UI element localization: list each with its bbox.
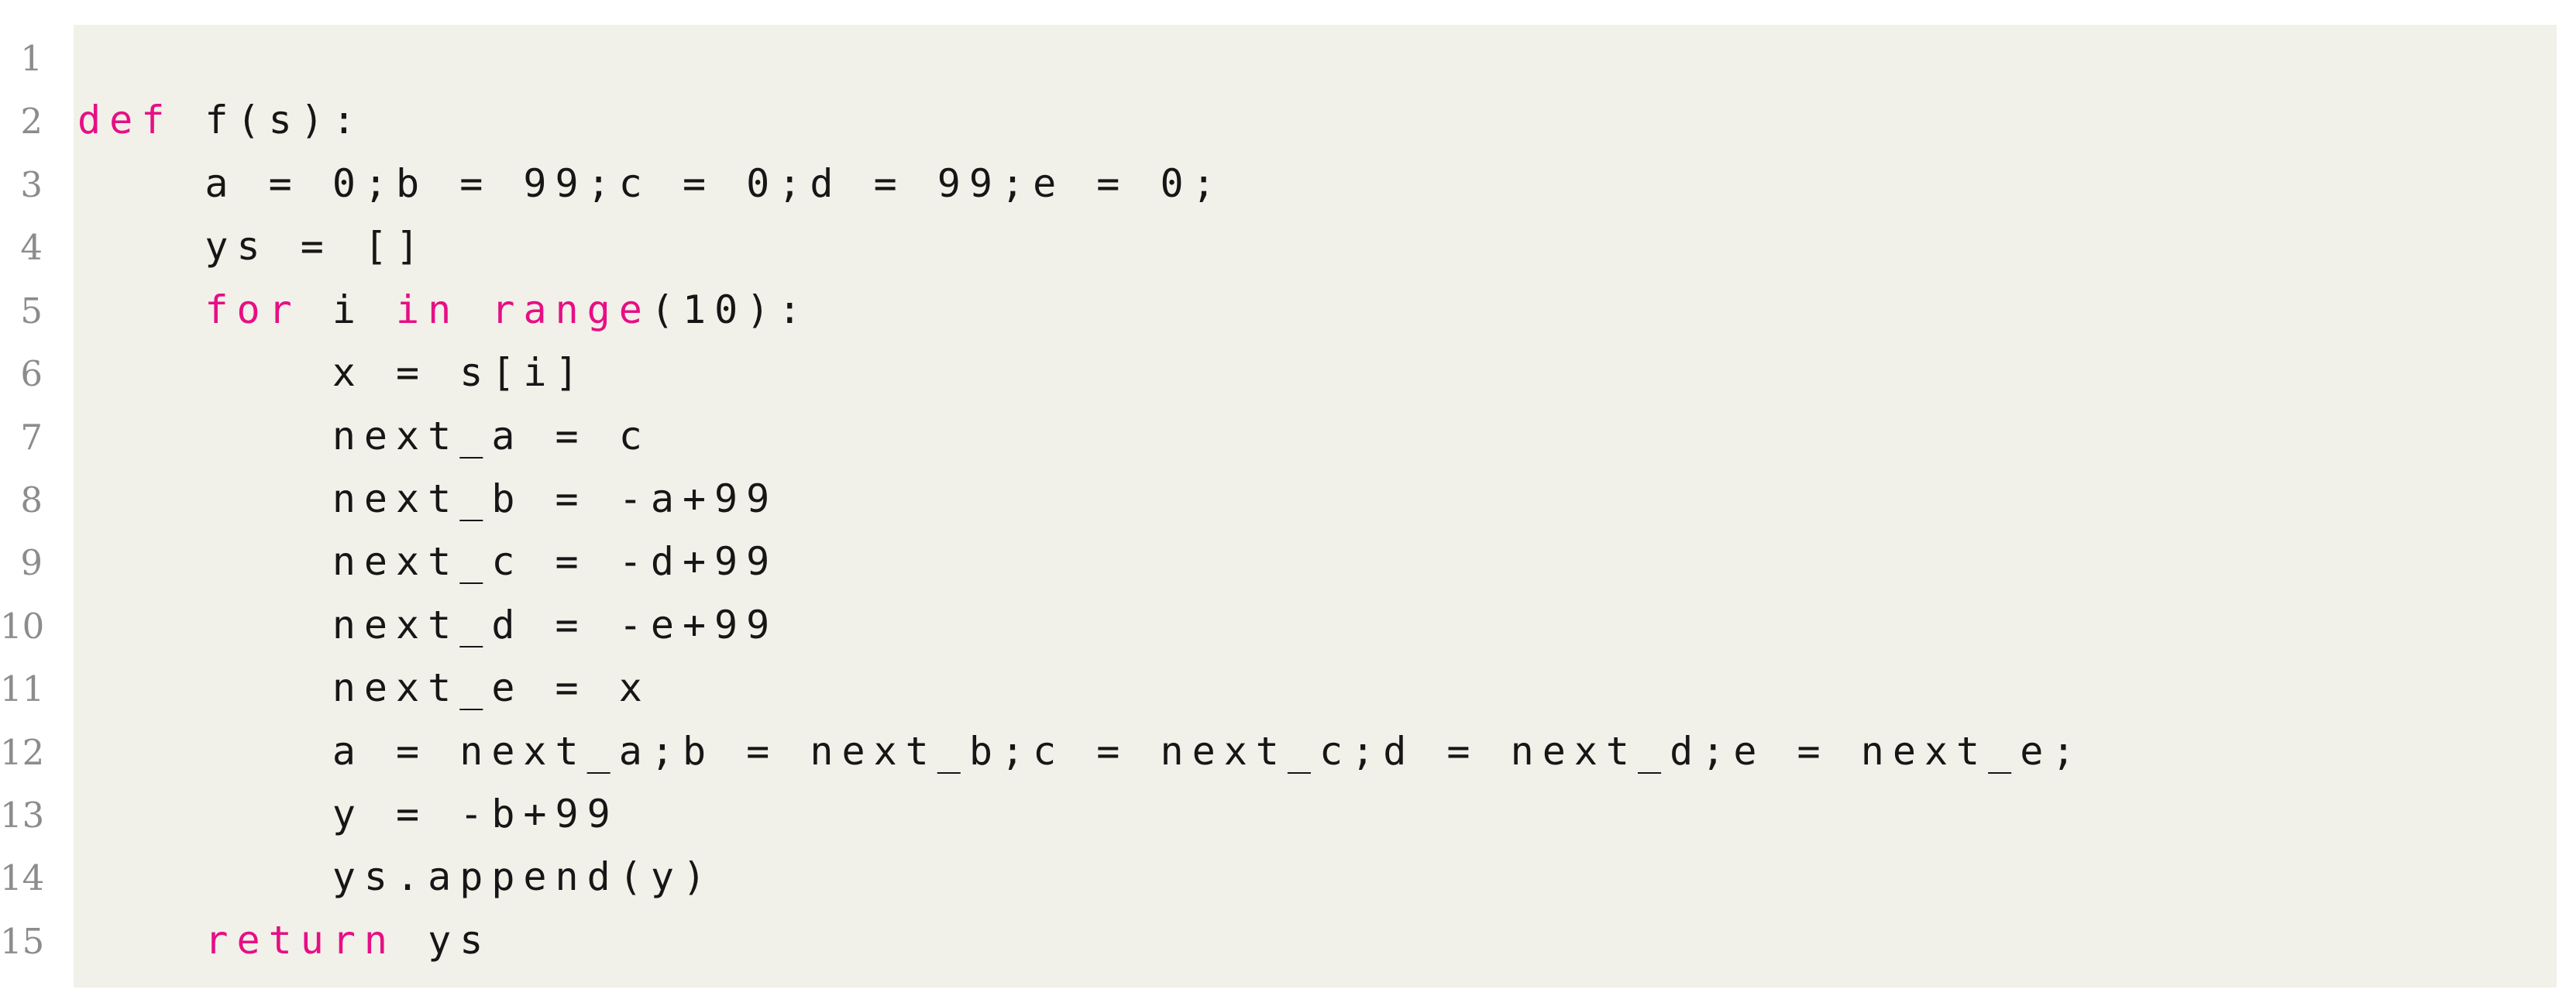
code-text: next_e = x [77,665,651,710]
code-token [459,287,491,332]
code-token: ys [396,917,492,963]
keyword-token: in [396,287,460,332]
line-number: 15 [0,920,45,962]
code-token: a = 0;b = 99;c = 0;d = 99;e = 0; [77,160,1224,206]
code-line: 14 ys.append(y) [0,846,2576,909]
code-text: for i in range(10): [77,287,810,332]
code-text: x = s[i] [77,350,587,395]
code-token: x = s[i] [77,350,587,396]
line-number: 2 [20,101,43,143]
code-token: f(s): [173,98,364,143]
code-text: return ys [77,918,491,963]
code-text: next_a = c [77,414,651,459]
code-line: 9 next_c = -d+99 [0,531,2576,593]
code-token: next_e = x [77,665,651,711]
line-number: 4 [20,227,43,269]
code-text: a = 0;b = 99;c = 0;d = 99;e = 0; [77,161,1224,206]
code-line: 8 next_b = -a+99 [0,468,2576,531]
code-token: next_a = c [77,413,651,459]
code-token: ys.append(y) [77,854,715,900]
code-line: 2 def f(s): [0,89,2576,152]
line-number: 13 [0,795,45,836]
code-line: 11 next_e = x [0,657,2576,720]
code-line: 13 y = -b+99 [0,783,2576,846]
line-number: 14 [0,857,45,899]
code-line: 4 ys = [] [0,215,2576,278]
code-text: ys.append(y) [77,854,714,899]
code-text: next_c = -d+99 [77,539,778,584]
keyword-token: return [205,917,397,963]
line-number: 7 [20,416,43,458]
code-block-background [74,25,2557,988]
code-area: 1 2 def f(s): 3 a = 0;b = 99;c = 0;d = 99… [0,26,2576,972]
code-token: next_d = -e+99 [77,602,779,647]
code-token: ys = [] [77,224,428,270]
code-token: next_b = -a+99 [77,476,779,521]
code-text: next_b = -a+99 [77,476,778,521]
code-token: (10): [650,287,810,332]
line-number: 9 [20,542,43,584]
line-number: 12 [0,731,45,773]
code-text: ys = [] [77,224,428,269]
code-token [77,918,205,963]
code-line: 7 next_a = c [0,405,2576,468]
keyword-token: range [491,287,651,332]
line-number: 1 [20,38,43,79]
code-line: 10 next_d = -e+99 [0,594,2576,657]
code-text: y = -b+99 [77,792,619,836]
code-line: 5 for i in range(10): [0,279,2576,342]
code-text: def f(s): [77,98,364,143]
code-line: 6 x = s[i] [0,342,2576,404]
code-token: a = next_a;b = next_b;c = next_c;d = nex… [77,728,2084,774]
code-text: next_d = -e+99 [77,603,778,647]
code-line: 1 [0,26,2576,89]
code-text: a = next_a;b = next_b;c = next_c;d = nex… [77,729,2083,774]
code-token [77,287,205,332]
keyword-token: for [205,287,301,332]
line-number: 10 [0,605,45,647]
code-line: 12 a = next_a;b = next_b;c = next_c;d = … [0,720,2576,783]
line-number: 6 [20,353,43,395]
code-token: next_c = -d+99 [77,539,779,585]
code-line: 15 return ys [0,909,2576,972]
line-number: 11 [0,668,45,710]
code-line: 3 a = 0;b = 99;c = 0;d = 99;e = 0; [0,153,2576,215]
line-number: 8 [20,479,43,520]
line-number: 5 [20,290,43,331]
code-token: i [300,287,397,332]
keyword-token: def [77,98,174,143]
line-number: 3 [20,163,43,205]
code-token: y = -b+99 [77,792,619,837]
